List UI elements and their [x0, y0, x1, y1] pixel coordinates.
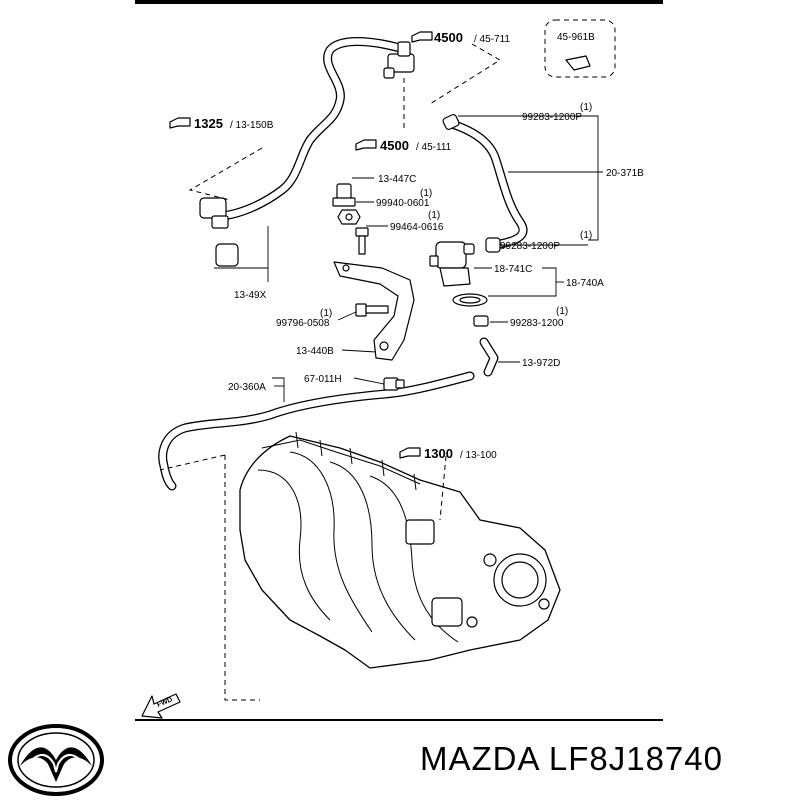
intake-manifold-1300: [239, 431, 561, 669]
quick-connector-13-49X: [199, 197, 239, 267]
brand-part-title: MAZDA LF8J18740: [420, 740, 723, 778]
purge-hose-20-360A: [158, 371, 475, 491]
label-13-972D: 13-972D: [522, 358, 560, 369]
bottom-rule: [135, 719, 663, 721]
clamp-99283-1200P-a: [442, 113, 460, 131]
label-99464-0616: 99464-0616: [390, 222, 444, 233]
clamp-99283-1200P-b: [485, 237, 501, 253]
part-number: LF8J18740: [548, 740, 723, 777]
ref-4500-mid-num: 4500: [380, 138, 409, 153]
label-13-447C: 13-447C: [378, 174, 416, 185]
fwd-arrow-icon: FWD: [141, 693, 181, 719]
label-13-49X: 13-49X: [234, 290, 267, 301]
label-67-011H: 67-011H: [304, 374, 342, 385]
label-99283-1200: 99283-1200: [510, 318, 564, 329]
gasket-18-740A: [452, 293, 488, 307]
qty-label: (1): [556, 306, 568, 317]
label-99283-1200P-b: 99283-1200P: [500, 241, 560, 252]
pointing-hand-icon: [355, 139, 377, 151]
vent-hose-20-371B: [447, 119, 528, 249]
ref-4500-top-num: 4500: [434, 30, 463, 45]
label-99283-1200P-a: 99283-1200P: [522, 112, 582, 123]
top-rule: [135, 0, 663, 4]
qty-label: (1): [580, 230, 592, 241]
label-18-740A: 18-740A: [566, 278, 604, 289]
ref-1325-page: / 13-150B: [230, 120, 274, 131]
ref-4500-mid-page: / 45-111: [416, 142, 452, 153]
pointing-hand-icon: [411, 31, 433, 43]
purge-valve-18-741C: [429, 241, 475, 287]
ref-45-961B: 45-961B: [557, 32, 595, 43]
qty-label: (1): [580, 102, 592, 113]
brand-name: MAZDA: [420, 740, 539, 777]
elbow-hose-13-972D: [479, 337, 499, 377]
qty-label: (1): [320, 308, 332, 319]
qty-label: (1): [428, 210, 440, 221]
nut-99940-0601: [337, 209, 361, 225]
sensor-13-447C: [332, 183, 356, 207]
quick-connector-4500-top: [383, 41, 415, 79]
clamp-99283-1200: [473, 315, 489, 327]
bracket-13-440B: [333, 261, 415, 361]
connector-67-011H: [383, 377, 405, 391]
label-99796-0508: 99796-0508: [276, 318, 330, 329]
ref-1300-page: / 13-100: [460, 450, 497, 461]
bolt-99796-0508: [355, 303, 389, 317]
label-99940-0601: 99940-0601: [376, 198, 430, 209]
upper-breather-hose: [217, 37, 405, 221]
bolt-99464-0616: [355, 227, 369, 255]
label-13-440B: 13-440B: [296, 346, 334, 357]
label-18-741C: 18-741C: [494, 264, 532, 275]
clip-45-961B: [544, 19, 616, 78]
qty-label: (1): [420, 188, 432, 199]
label-20-360A: 20-360A: [228, 382, 266, 393]
pointing-hand-icon: [399, 447, 421, 459]
mazda-logo: [8, 724, 104, 796]
label-20-371B: 20-371B: [606, 168, 644, 179]
pointing-hand-icon: [169, 117, 191, 129]
ref-4500-top-page: / 45-711: [474, 34, 510, 45]
ref-1325-num: 1325: [194, 116, 223, 131]
ref-1300-num: 1300: [424, 446, 453, 461]
